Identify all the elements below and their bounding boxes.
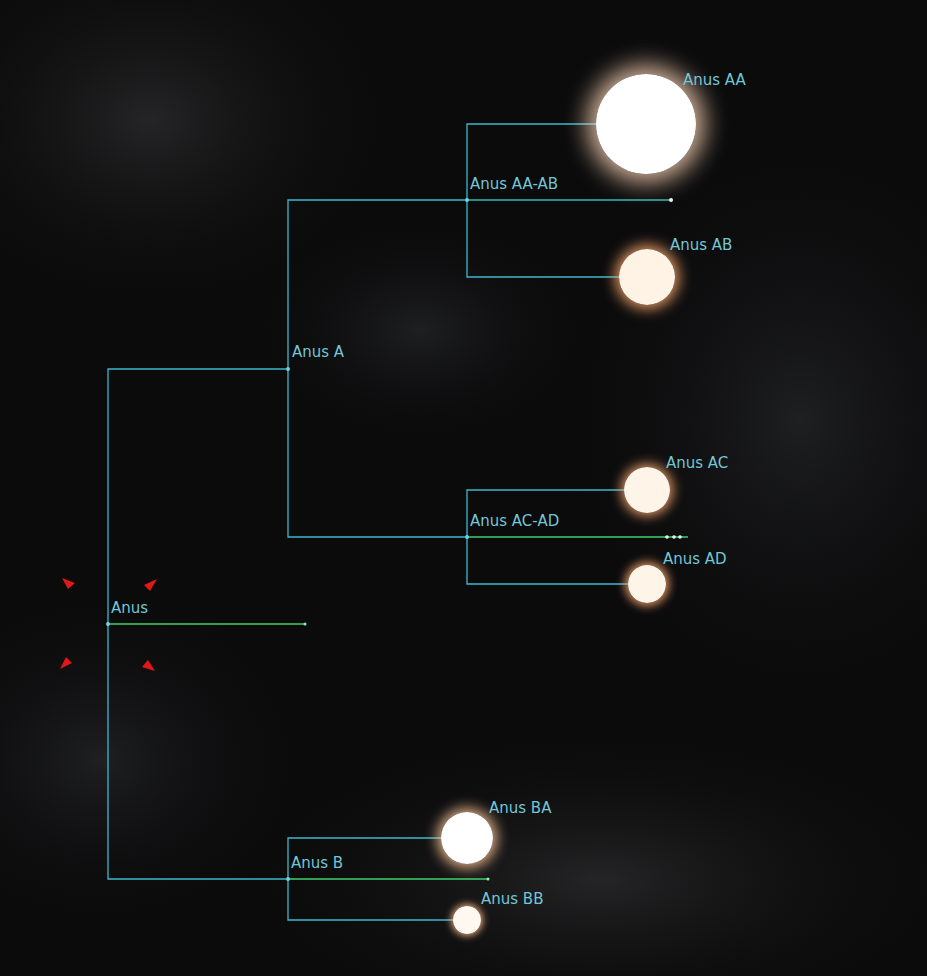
object-label: Anus AD [663, 550, 727, 568]
star: Anus BA [441, 812, 493, 864]
object-label: Anus BA [489, 799, 551, 817]
object-label: Anus AC [666, 454, 728, 472]
star: Anus AD [628, 565, 666, 603]
object-label: Anus B [291, 854, 343, 872]
star: Anus BB [453, 906, 481, 934]
hierarchy-line [467, 200, 619, 277]
object-label: Anus AB [670, 236, 732, 254]
orbit-line [288, 878, 488, 879]
barycenter-point: Anus B [286, 877, 290, 881]
hierarchy-line [288, 838, 441, 879]
hierarchy-line [467, 124, 596, 200]
star: Anus AA [596, 74, 696, 174]
hierarchy-line [288, 200, 465, 369]
object-label: Anus AC-AD [470, 512, 559, 530]
object-label: Anus AA-AB [470, 175, 558, 193]
star: Anus AC [624, 467, 670, 513]
barycenter-point: Anus A [286, 367, 290, 371]
hierarchy-line [467, 537, 628, 584]
object-label: Anus A [292, 343, 344, 361]
object-label: Anus [111, 599, 148, 617]
barycenter-point: Anus [106, 622, 110, 626]
hierarchy-line [108, 369, 286, 624]
hierarchy-line [108, 624, 286, 879]
orbit-line [467, 199, 670, 200]
object-label: Anus AA [683, 71, 746, 89]
orbit-line [108, 623, 305, 624]
object-label: Anus BB [481, 890, 543, 908]
barycenter-point: Anus AA-AB [465, 198, 469, 202]
star: Anus AB [619, 249, 675, 305]
hierarchy-line [288, 879, 453, 920]
barycenter-point: Anus AC-AD [465, 535, 469, 539]
hierarchy-line [467, 490, 624, 537]
hierarchy-line [288, 369, 465, 537]
orbit-line [467, 536, 688, 537]
